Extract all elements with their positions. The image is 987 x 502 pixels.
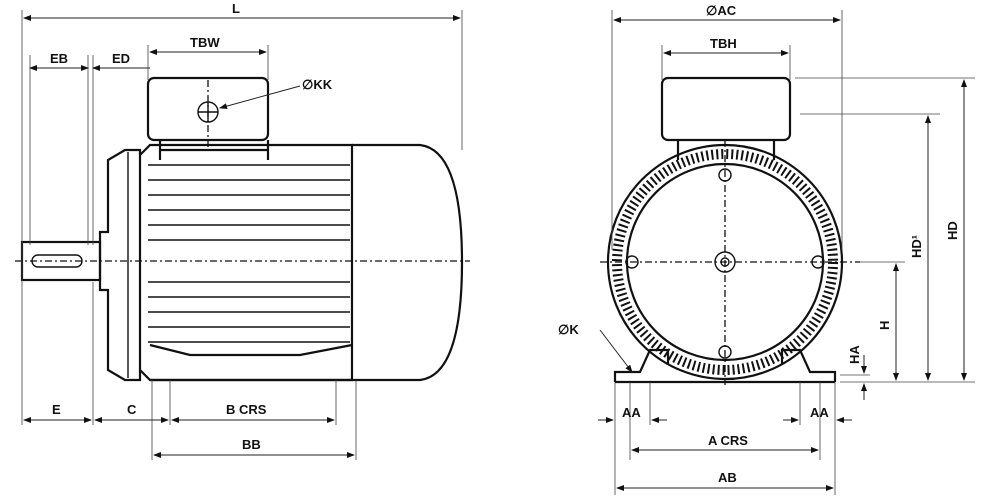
dim-TBH-label: TBH <box>710 36 737 51</box>
dim-TBW-label: TBW <box>190 35 220 50</box>
end-shield <box>625 162 825 362</box>
shaft-end <box>714 251 736 273</box>
drive-end-shield <box>98 148 142 382</box>
terminal-box-front <box>660 76 792 142</box>
dim-HD-label: HD <box>945 221 960 240</box>
dim-AB-label: AB <box>718 470 737 485</box>
radial-fins <box>612 149 838 375</box>
dim-HA-label: HA <box>847 345 862 364</box>
dim-K-leader <box>599 329 633 373</box>
dim-A-label: A CRS <box>708 433 748 448</box>
dim-KK-label: ∅KK <box>302 77 333 92</box>
dim-HD1-label: HD¹ <box>909 235 924 258</box>
dim-ED-label: ED <box>112 51 130 66</box>
front-feet <box>613 348 837 384</box>
dim-K-label: ∅K <box>558 322 579 337</box>
dim-E-label: E <box>52 402 61 417</box>
side-view: L EB ED TBW ∅KK E C B CRS BB <box>15 1 470 460</box>
dim-EB-label: EB <box>50 51 68 66</box>
dim-H-label: H <box>877 321 892 330</box>
dim-KK-leader <box>219 85 301 110</box>
front-view: ∅AC TBH ∅K AA AA A CRS AB HD HD¹ <box>558 3 975 495</box>
dim-L-label: L <box>232 1 240 16</box>
dim-AA-right-label: AA <box>810 405 829 420</box>
mounting-feet <box>149 343 353 382</box>
cooling-fins <box>148 164 350 343</box>
keyway <box>31 254 83 268</box>
dim-B-label: B CRS <box>226 402 267 417</box>
fan-cover <box>352 143 464 382</box>
motor-frame <box>139 143 354 382</box>
dim-AC-label: ∅AC <box>706 3 737 18</box>
motor-frame-outline <box>606 143 844 381</box>
shield-bolts <box>625 168 825 359</box>
terminal-box-base <box>158 140 270 160</box>
dim-C-label: C <box>127 402 137 417</box>
dim-BB-label: BB <box>242 437 261 452</box>
dim-AA-left-label: AA <box>622 405 641 420</box>
